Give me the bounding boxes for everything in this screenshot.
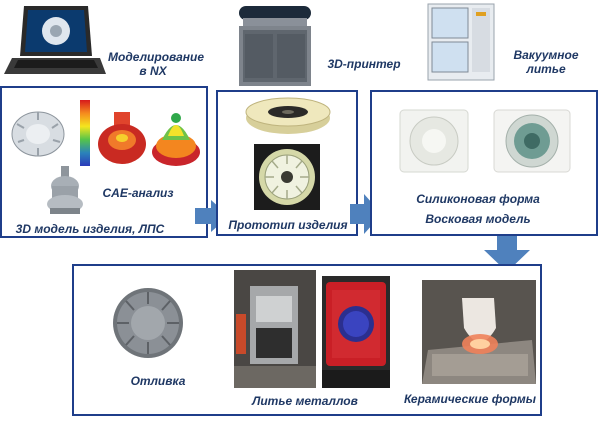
arrow-down xyxy=(484,236,530,272)
cae-result-red-image xyxy=(96,110,148,168)
ceramic-mold-image xyxy=(422,280,536,384)
wax-model-image xyxy=(492,106,572,174)
arrow-right-1 xyxy=(195,200,229,232)
vacuum-furnace-image xyxy=(322,276,390,388)
arrow-right-2 xyxy=(350,194,382,234)
cae-analysis-label: CAE-анализ xyxy=(102,186,174,200)
cae-color-scale xyxy=(80,100,90,166)
prototype-label: Прототип изделия xyxy=(228,218,348,232)
wax-model-label: Восковая модель xyxy=(425,212,531,226)
metal-casting-label: Литье металлов xyxy=(252,394,358,408)
prototype-top-image xyxy=(244,94,332,136)
ceramic-forms-label: Керамические формы xyxy=(404,392,536,406)
stage-vacuum-casting-label: Вакуумное литье xyxy=(513,48,579,76)
stage-3d-printer-label: 3D-принтер xyxy=(327,57,401,71)
laptop-image xyxy=(2,2,106,78)
silicone-mold-label: Силиконовая форма xyxy=(416,192,540,206)
printer-image xyxy=(233,2,317,90)
cae-result-multicolor-image xyxy=(150,106,202,168)
vacuum-chamber-image xyxy=(426,2,496,82)
prototype-bottom-image xyxy=(254,144,320,210)
model-3d-label: 3D модель изделия, ЛПС xyxy=(15,222,165,236)
stage-nx-modeling-label: Моделирование в NX xyxy=(108,50,205,78)
casting-label: Отливка xyxy=(130,374,186,388)
silicone-mold-image xyxy=(398,106,470,174)
casting-furnace-image xyxy=(234,270,316,388)
gating-system-model-image xyxy=(44,164,86,216)
casting-image xyxy=(108,286,188,360)
rotor-model-image xyxy=(8,104,68,160)
